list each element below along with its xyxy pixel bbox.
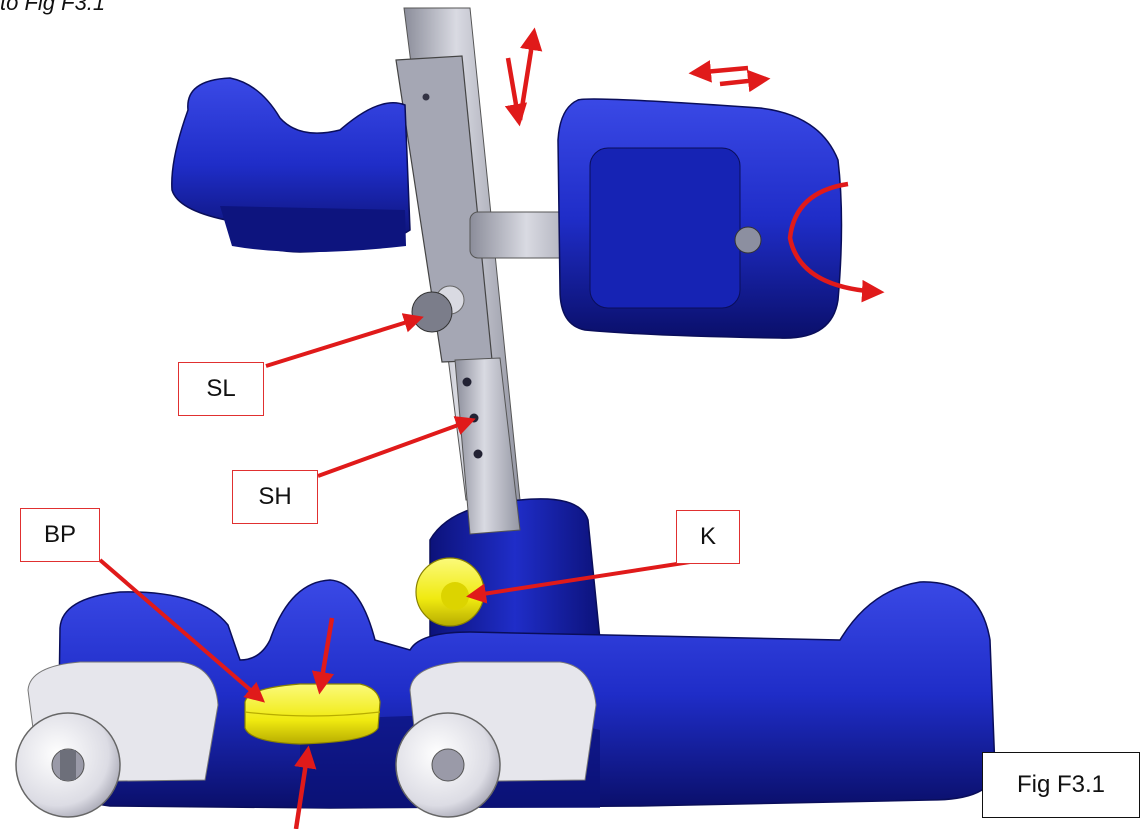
callout-leaders — [98, 313, 691, 703]
header-text-fragment: to Fig F3.1 — [0, 0, 106, 15]
callout-sh: SH — [232, 470, 318, 524]
height-post — [454, 357, 521, 535]
callout-bp: BP — [20, 508, 100, 562]
right-caster — [395, 661, 597, 818]
callout-sl: SL — [178, 362, 264, 416]
base-plate — [244, 683, 381, 745]
motion-arrows — [293, 27, 885, 829]
base-column — [429, 498, 601, 661]
figure-caption: Fig F3.1 — [982, 752, 1140, 818]
callout-k: K — [676, 510, 740, 564]
left-caster — [15, 661, 219, 818]
adjustment-knob — [415, 557, 485, 627]
chest-pad — [171, 77, 411, 253]
side-pad — [557, 98, 843, 339]
